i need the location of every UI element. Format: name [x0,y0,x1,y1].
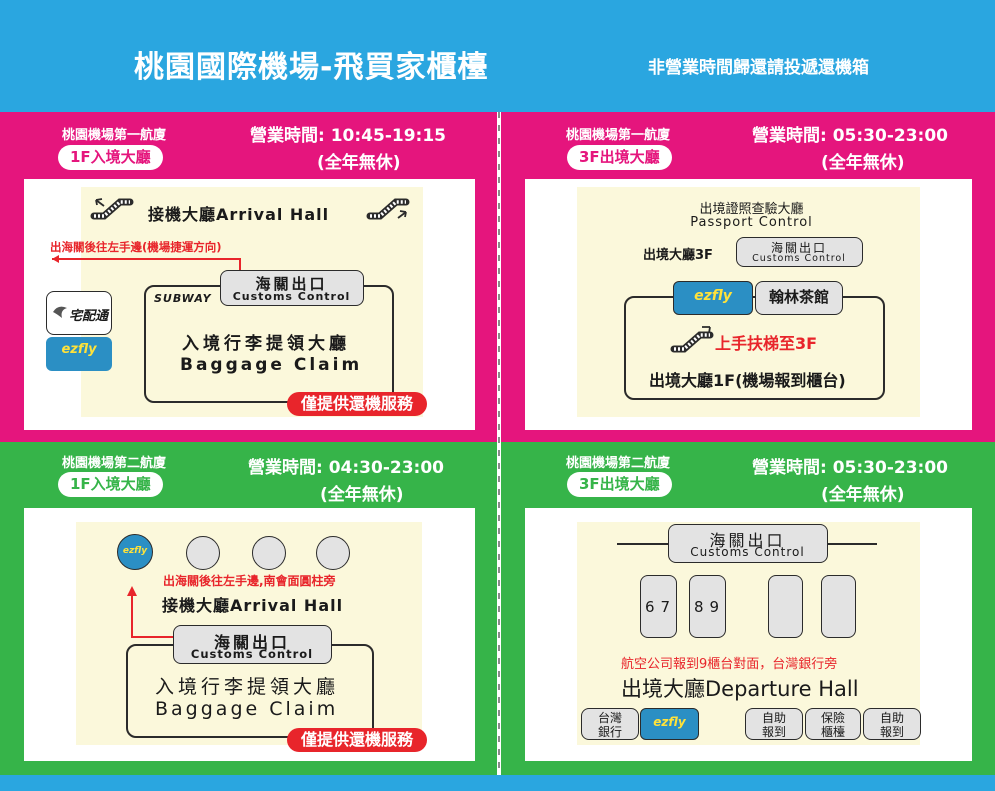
checkin-counter [821,575,856,638]
kiosk-label-line2: 報到 [879,725,904,739]
insurance-label-line2: 櫃檯 [820,725,845,739]
customs-exit: 海關出口 Customs Control [220,270,364,306]
map-card: ezfly 出海關後往左手邊,南會面圓柱旁 接機大廳Arrival Hall 海… [24,508,475,761]
counter-number: 8 [694,598,710,616]
ezfly-logo: ezfly [117,534,153,570]
customs-label-cn: 海關出口 [255,275,328,293]
customs-exit: 海關出口 Customs Control [736,237,863,267]
customs-label-cn: 海關出口 [770,241,827,255]
escalator-icon [90,198,134,220]
baggage-claim-en: Baggage Claim [180,355,363,375]
delivery-logo: 宅配通 [69,309,109,324]
terminal-label: 桃園機場第一航廈 [62,128,167,143]
terminal-label: 桃園機場第二航廈 [62,456,167,471]
escalator-icon [366,198,410,220]
tea-house: 翰林茶館 [755,281,843,315]
year-round-note: (全年無休) [320,485,404,505]
terminal-label: 桃園機場第二航廈 [566,456,671,471]
terminal-label: 桃園機場第一航廈 [566,128,671,143]
self-checkin-kiosk: 自助 報到 [863,708,921,740]
ezfly-logo-text: ezfly [61,342,97,357]
checkin-counter: 67 [640,575,677,638]
ezfly-logo: ezfly [46,337,112,371]
hall-badge: 3F出境大廳 [567,472,672,497]
baggage-claim-cn: 入境行李提領大廳 [182,334,350,354]
hall-badge: 1F入境大廳 [58,145,163,170]
after-hours-note: 非營業時間歸還請投遞還機箱 [648,58,869,78]
customs-label-cn: 海關出口 [213,633,290,652]
direction-note: 出海關後往左手邊,南會面圓柱旁 [163,574,336,588]
return-only-badge: 僅提供還機服務 [287,392,428,416]
terminal1-departure-panel: 桃園機場第一航廈 3F出境大廳 營業時間: 05:30-23:00 (全年無休)… [501,112,995,442]
map-card: 接機大廳Arrival Hall 出海關後往左手邊(機場捷運方向) 宅配通 ez… [24,179,475,430]
ezfly-logo: ezfly [673,281,753,315]
ezfly-logo: ezfly [640,708,699,740]
customs-label-en: Customs Control [232,290,351,303]
kiosk-label-line2: 報到 [761,725,786,739]
departure-1f-label: 出境大廳1F(機場報到櫃台) [649,371,846,390]
hall-badge: 1F入境大廳 [58,472,163,497]
business-hours: 營業時間: 05:30-23:00 [752,458,948,478]
business-hours: 營業時間: 05:30-23:00 [752,126,948,146]
business-hours: 營業時間: 10:45-19:15 [250,126,446,146]
checkin-counter: 89 [689,575,726,638]
insurance-counter: 保險 櫃檯 [805,708,861,740]
customs-label-en: Customs Control [190,647,314,661]
year-round-note: (全年無休) [317,153,401,173]
checkin-counter [768,575,803,638]
map-card: 出境證照查驗大廳 Passport Control 出境大廳3F 海關出口 Cu… [525,179,972,430]
pillar [186,536,220,570]
return-only-badge: 僅提供還機服務 [287,728,428,752]
passport-control-en: Passport Control [690,215,813,230]
page-title: 桃園國際機場-飛買家櫃檯 [134,50,489,85]
customs-exit: 海關出口 Customs Control [173,625,332,664]
counter-number: 9 [709,598,726,616]
bank-of-taiwan: 台灣 銀行 [581,708,639,740]
arrival-hall-label: 接機大廳Arrival Hall [148,205,330,224]
bird-icon [53,306,67,318]
customs-label-en: Customs Control [752,253,846,264]
pillar [252,536,286,570]
center-divider [497,112,501,777]
year-round-note: (全年無休) [821,153,905,173]
passport-control-cn: 出境證照查驗大廳 [699,202,804,217]
bank-label-line1: 台灣 [597,711,622,725]
kiosk-label-line1: 自助 [761,711,786,725]
pillar [316,536,350,570]
counter-note: 航空公司報到9櫃台對面，台灣銀行旁 [621,657,838,672]
direction-note: 出海關後往左手邊(機場捷運方向) [50,240,222,254]
business-hours: 營業時間: 04:30-23:00 [248,458,444,478]
terminal1-arrival-panel: 桃園機場第一航廈 1F入境大廳 營業時間: 10:45-19:15 (全年無休)… [0,112,497,442]
customs-label-cn: 海關出口 [709,531,786,550]
hall-badge: 3F出境大廳 [567,145,672,170]
ezfly-logo-text: ezfly [694,288,732,304]
departure-hall-label: 出境大廳Departure Hall [621,677,859,701]
ezfly-logo-text: ezfly [122,546,148,556]
footer-bar [0,775,995,791]
kiosk-label-line1: 自助 [879,711,904,725]
delivery-counter: 宅配通 [46,291,112,335]
customs-exit: 海關出口 Customs Control [668,524,828,563]
counter-number: 6 [645,598,661,616]
map-card: 海關出口 Customs Control 67 89 航空公司報到9櫃台對面，台… [525,508,972,761]
year-round-note: (全年無休) [821,485,905,505]
ezfly-logo-text: ezfly [653,715,686,729]
departure-hall-outline [624,296,885,400]
bank-label-line2: 銀行 [597,725,622,739]
baggage-claim-en: Baggage Claim [155,698,339,720]
subway-logo: SUBWAY [154,292,212,305]
baggage-claim-cn: 入境行李提領大廳 [155,676,340,698]
customs-label-en: Customs Control [690,545,805,559]
escalator-icon [670,326,714,353]
terminal2-arrival-panel: 桃園機場第二航廈 1F入境大廳 營業時間: 04:30-23:00 (全年無休)… [0,442,497,775]
insurance-label-line1: 保險 [820,711,845,725]
departure-3f-label: 出境大廳3F [643,248,713,263]
header-banner [0,0,995,112]
arrival-hall-label: 接機大廳Arrival Hall [162,596,344,615]
terminal2-departure-panel: 桃園機場第二航廈 3F出境大廳 營業時間: 05:30-23:00 (全年無休)… [501,442,995,775]
self-checkin-kiosk: 自助 報到 [745,708,803,740]
escalator-note: 上手扶梯至3F [715,334,818,353]
counter-number: 7 [660,598,677,616]
